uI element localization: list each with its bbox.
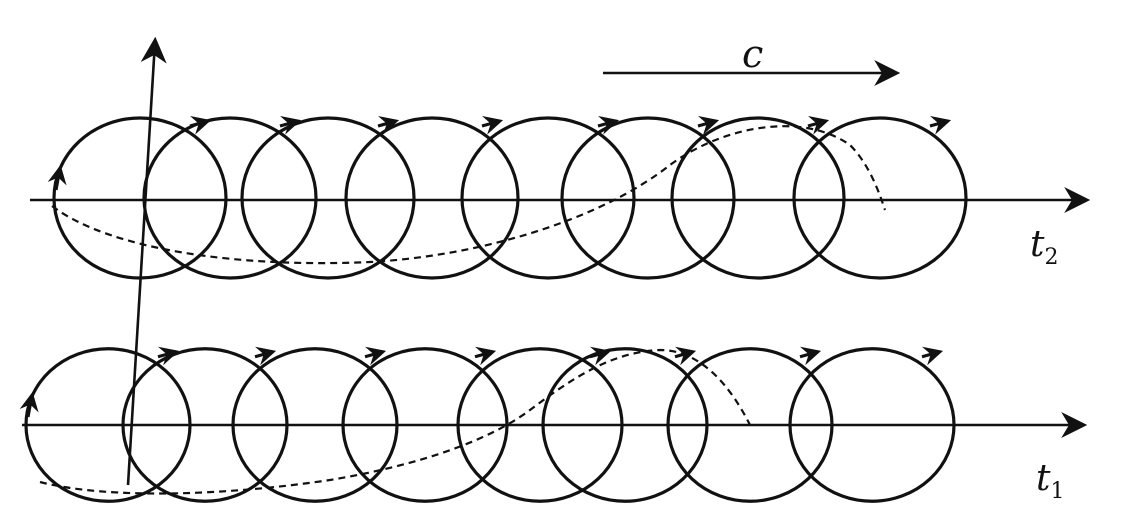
t1-rotation-arrow [799, 346, 822, 366]
vertical-axis [126, 36, 167, 486]
t2-circle [460, 116, 636, 280]
t1-circle [666, 347, 834, 503]
t2-rotation-arrow [377, 116, 400, 135]
t2-circle [670, 116, 846, 280]
t2-rotation-arrow [929, 116, 952, 135]
row-t1: t1 [19, 346, 1088, 504]
t2-left-rotation-arrow [47, 164, 67, 191]
t1-rotation-arrow [921, 346, 944, 366]
t1-circle [24, 347, 192, 503]
wave-curve-t1 [39, 348, 751, 495]
speed-label: c [742, 32, 763, 76]
wave-curve-t2 [51, 125, 887, 265]
t1-rotation-arrow [254, 346, 277, 366]
t2-circle [142, 116, 318, 280]
t2-rotation-arrow [279, 116, 302, 135]
circles-t1 [19, 346, 956, 503]
t1-rotation-arrow [157, 346, 180, 366]
t1-circle [456, 347, 624, 503]
t2-circle [792, 116, 968, 280]
circles-t2 [47, 116, 968, 280]
time-label-t1: t1 [1036, 458, 1064, 504]
t2-circle [560, 116, 736, 280]
t1-rotation-arrow [474, 346, 497, 366]
t1-circle [788, 347, 956, 503]
t2-rotation-arrow [807, 116, 830, 135]
t1-left-rotation-arrow [19, 391, 39, 418]
t1-circle [341, 347, 509, 503]
t2-rotation-arrow [597, 116, 620, 135]
t1-rotation-arrow [364, 346, 387, 366]
row-t2: t2 [30, 116, 1091, 280]
t1-circle [541, 347, 709, 503]
t2-rotation-arrow [697, 116, 720, 135]
t2-circle [240, 116, 416, 280]
t2-rotation-arrow [481, 116, 504, 135]
t1-circle [231, 347, 399, 503]
time-label-t2: t2 [1030, 224, 1058, 270]
t2-circle [344, 116, 520, 280]
t1-circle [121, 347, 289, 503]
t2-circle [52, 116, 228, 280]
